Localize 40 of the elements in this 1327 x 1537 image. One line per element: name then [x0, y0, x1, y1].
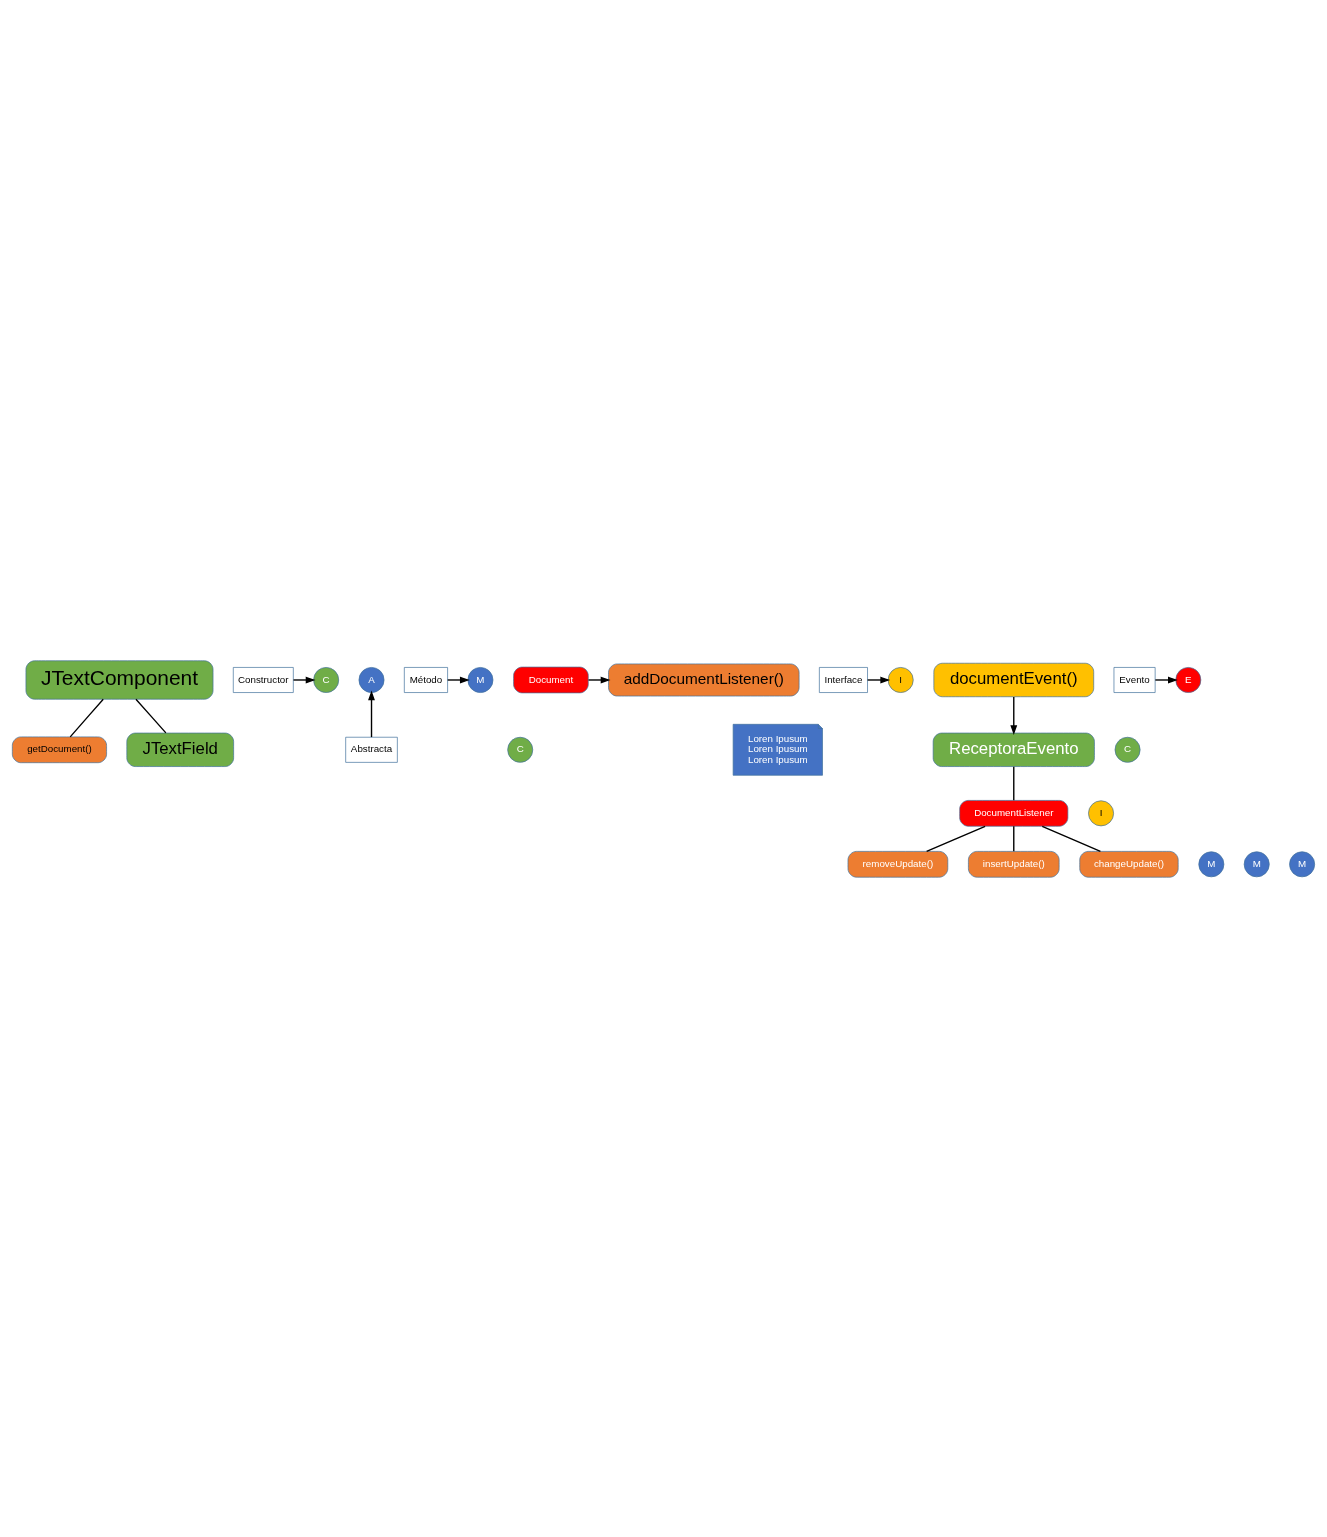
node-box: DocumentListener [959, 799, 1069, 827]
node-box: addDocumentListener() [608, 663, 800, 696]
node-circle: A [358, 666, 385, 693]
node-box: Abstracta [345, 736, 398, 763]
node-circle: C [313, 666, 340, 693]
node-box: Document [513, 666, 589, 693]
node-box: insertUpdate() [968, 850, 1060, 878]
node-box: Evento [1113, 666, 1156, 693]
node-box: JTextField [126, 732, 234, 767]
node-box: removeUpdate() [847, 850, 949, 878]
node-box: ReceptoraEvento [932, 732, 1095, 767]
node-box: documentEvent() [933, 662, 1095, 697]
arrow [446, 676, 470, 683]
node-circle: I [887, 666, 914, 693]
node-box: JTextComponent [25, 659, 214, 700]
arrow [368, 690, 375, 738]
node-circle: C [1114, 736, 1141, 763]
node-circle: I [1088, 799, 1114, 826]
arrow [866, 676, 891, 683]
node-box: Interface [819, 666, 868, 693]
connector [925, 825, 986, 852]
node-box: getDocument() [12, 736, 107, 763]
node-box: Método [403, 666, 448, 693]
arrow [1154, 676, 1178, 683]
connector [1013, 765, 1015, 801]
node-circle: M [1243, 850, 1270, 877]
arrow [587, 676, 611, 683]
arrow [292, 676, 316, 683]
connector [135, 698, 167, 734]
connector [69, 698, 104, 738]
node-circle: M [1198, 850, 1225, 877]
node-box: Constructor [232, 666, 294, 693]
node-circle: M [467, 666, 494, 693]
node-circle: E [1175, 666, 1202, 693]
node-circle: M [1289, 850, 1315, 877]
connector [1013, 825, 1015, 852]
connector [1041, 825, 1102, 852]
arrow [1010, 695, 1018, 735]
node-box: changeUpdate() [1079, 850, 1179, 878]
node-circle: C [507, 736, 534, 763]
